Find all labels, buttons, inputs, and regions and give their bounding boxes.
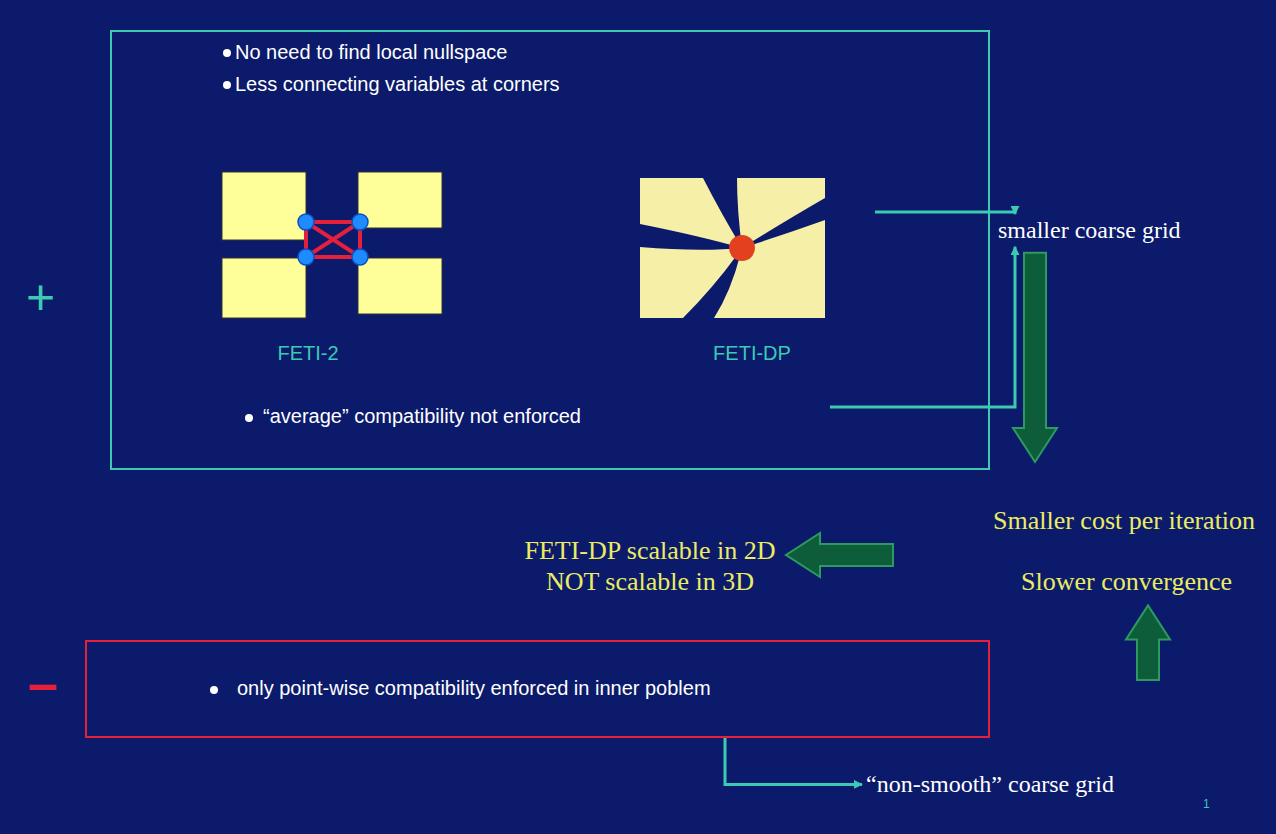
block-arrow [786, 533, 893, 577]
fetidp-illustration [640, 178, 825, 318]
subdomain-rect [222, 172, 306, 240]
bullet-dot [245, 414, 253, 422]
node-text: Slower convergence [1021, 566, 1255, 597]
subdomain-rect [222, 258, 306, 318]
cut-wedge [640, 224, 742, 250]
corner-node [298, 214, 314, 230]
feti2-illustration [222, 172, 442, 318]
subdomain-rect [358, 172, 442, 228]
effect-text: Smaller cost per iterationSlower converg… [993, 505, 1255, 597]
cut-wedges [640, 178, 825, 318]
corner-node [352, 214, 368, 230]
node-text: smaller coarse grid [998, 216, 1181, 245]
link-diagonal [306, 222, 360, 257]
block-arrow [1126, 605, 1170, 680]
node-text: “average” compatibility not enforced [263, 404, 581, 428]
subdomain-rect [358, 258, 442, 314]
flow-connector [725, 738, 862, 784]
corner-nodes [298, 214, 368, 265]
result-text: “non-smooth” coarse grid [866, 770, 1114, 799]
node-text: only point-wise compatibility enforced i… [237, 676, 711, 700]
corner-links [306, 222, 360, 257]
plus-sign: + [26, 270, 55, 325]
node-text: FETI-DP scalable in 2D NOT scalable in 3… [518, 535, 782, 597]
page-number: 1 [1203, 798, 1210, 811]
bullet-dot [223, 49, 231, 57]
node-text: “non-smooth” coarse grid [866, 770, 1114, 799]
flow-connector [830, 247, 1015, 407]
cut-wedge [683, 248, 742, 318]
node-text: No need to find local nullspace [235, 40, 507, 64]
domain-rect [640, 178, 825, 318]
bullet-dot [223, 81, 231, 89]
minus-sign: – [28, 654, 58, 713]
corner-point [729, 235, 755, 261]
link-square [306, 222, 360, 257]
method-label: FETI-DP [713, 342, 791, 364]
advantages-box: No need to find local nullspaceLess conn… [110, 30, 990, 470]
block-arrow [1013, 253, 1057, 462]
corner-node [352, 249, 368, 265]
bullet-dots [210, 49, 253, 694]
node-text: Less connecting variables at corners [235, 72, 560, 96]
disadvantage-box: only point-wise compatibility enforced i… [85, 640, 990, 738]
link-diagonal [306, 222, 360, 257]
method-label: FETI-2 [277, 342, 338, 364]
node-text: Smaller cost per iteration [993, 505, 1255, 536]
bullet-dot [210, 686, 218, 694]
corner-node [298, 249, 314, 265]
conclusion-text: FETI-DP scalable in 2D NOT scalable in 3… [518, 535, 782, 597]
flow-connector [875, 212, 1015, 214]
result-text: smaller coarse grid [998, 216, 1181, 245]
cut-wedge [742, 198, 825, 248]
